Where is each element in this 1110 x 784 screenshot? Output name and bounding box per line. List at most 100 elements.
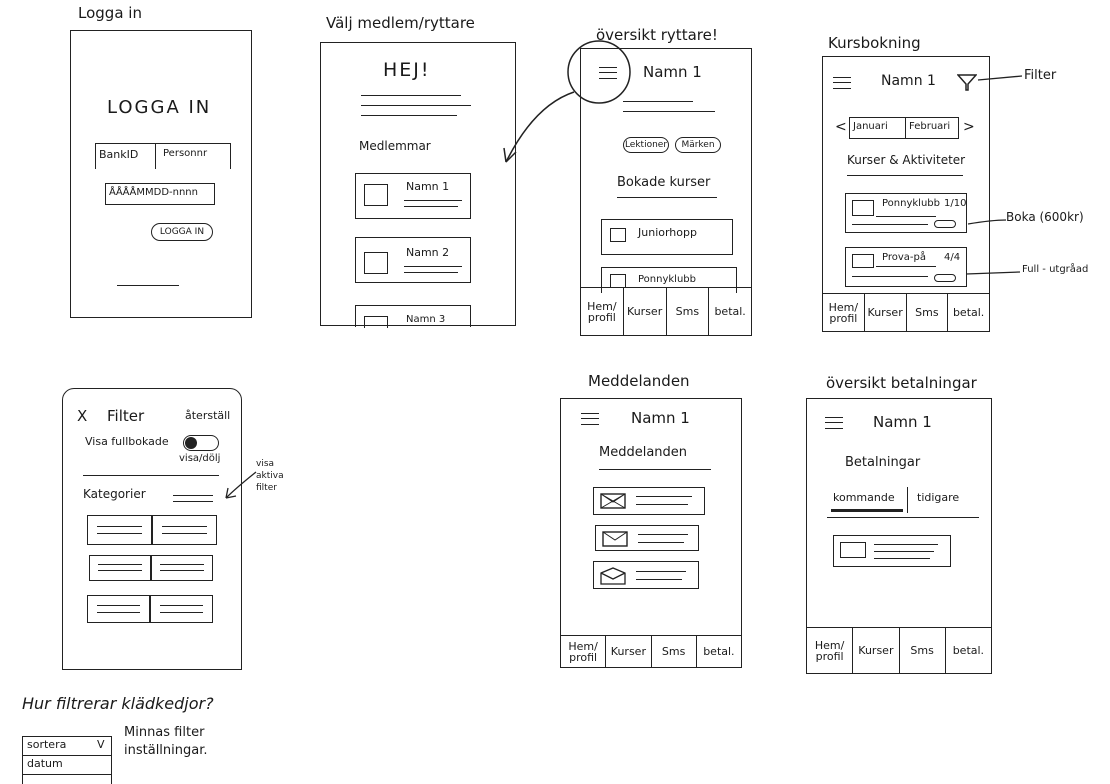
- category-row: [87, 595, 213, 623]
- filter-icon[interactable]: [957, 73, 977, 91]
- member-card[interactable]: Namn 3: [355, 305, 471, 328]
- greeting: HEJ!: [383, 59, 431, 81]
- nav-home[interactable]: Hem/ profil: [581, 288, 624, 335]
- course-count: 4/4: [944, 252, 961, 263]
- month-january[interactable]: Januari: [853, 121, 888, 132]
- text-line: [638, 542, 684, 543]
- hamburger-menu-icon[interactable]: [833, 77, 851, 89]
- book-button[interactable]: [934, 220, 956, 228]
- bottom-nav: Hem/ profil Kurser Sms betal.: [807, 627, 991, 673]
- divider: [23, 755, 111, 756]
- show-full-label: Visa fullbokade: [85, 435, 169, 448]
- nav-sms[interactable]: Sms: [667, 288, 710, 335]
- profile-name: Namn 1: [881, 73, 936, 89]
- tabs-underline: [827, 517, 979, 518]
- nav-home[interactable]: Hem/ profil: [561, 636, 607, 667]
- question-note: Hur filtrerar klädkedjor?: [22, 694, 214, 713]
- nav-courses[interactable]: Kurser: [624, 288, 667, 335]
- nav-sms[interactable]: Sms: [652, 636, 697, 667]
- text-line: [852, 224, 928, 225]
- hamburger-menu-icon[interactable]: [581, 413, 599, 425]
- home-indicator: [117, 285, 179, 286]
- category-button[interactable]: [89, 555, 151, 581]
- nav-pay[interactable]: betal.: [714, 305, 746, 318]
- remember-note: Minnas filter inställningar.: [124, 725, 208, 758]
- tab-upcoming[interactable]: kommande: [833, 491, 895, 504]
- course-name: Ponnyklubb: [638, 274, 696, 285]
- label-choose-member: Välj medlem/ryttare: [326, 14, 475, 32]
- nav-courses[interactable]: Kurser: [865, 294, 907, 331]
- month-february[interactable]: Februari: [909, 121, 951, 132]
- sort-dropdown[interactable]: sortera V datum: [22, 736, 112, 784]
- login-tabs: [95, 143, 231, 169]
- callout-arrow: [225, 471, 257, 499]
- nav-pay[interactable]: betal.: [952, 306, 985, 319]
- payment-icon: [840, 542, 866, 558]
- bottom-nav: Hem/ profil Kurser Sms betal.: [581, 287, 751, 335]
- hamburger-menu-icon[interactable]: [825, 417, 843, 429]
- text-line: [852, 276, 928, 277]
- category-button[interactable]: [150, 595, 213, 623]
- month-next[interactable]: >: [963, 119, 975, 135]
- category-button[interactable]: [87, 515, 152, 545]
- course-icon: [610, 228, 626, 242]
- callout-full: Full - utgråad: [1022, 264, 1089, 275]
- course-icon: [852, 200, 874, 216]
- show-full-toggle[interactable]: [183, 435, 219, 451]
- booking-screen: Namn 1 < Januari Februari > Kurser & Akt…: [822, 56, 990, 332]
- personnr-input[interactable]: [105, 183, 215, 205]
- category-button[interactable]: [87, 595, 150, 623]
- text-line: [361, 105, 471, 106]
- label-messages: Meddelanden: [588, 372, 690, 390]
- nav-home[interactable]: Hem/ profil: [823, 294, 865, 331]
- nav-courses[interactable]: Kurser: [606, 636, 652, 667]
- sort-label: sortera: [27, 738, 67, 751]
- member-card[interactable]: Namn 1: [355, 173, 471, 219]
- avatar: [364, 184, 388, 206]
- message-item[interactable]: [595, 525, 699, 551]
- course-icon: [610, 274, 626, 288]
- member-card[interactable]: Namn 2: [355, 237, 471, 283]
- profile-name: Namn 1: [643, 63, 702, 81]
- avatar: [364, 252, 388, 274]
- close-icon[interactable]: X: [77, 407, 88, 425]
- divider: [23, 774, 111, 775]
- tab-personnr[interactable]: Personnr: [163, 148, 208, 159]
- hamburger-menu-icon[interactable]: [599, 67, 617, 79]
- nav-courses[interactable]: Kurser: [853, 628, 900, 673]
- nav-home[interactable]: Hem/ profil: [807, 628, 854, 673]
- month-prev[interactable]: <: [835, 119, 847, 135]
- chevron-down-icon: V: [97, 738, 105, 751]
- message-item[interactable]: [593, 561, 699, 589]
- message-item[interactable]: [593, 487, 705, 515]
- overview-screen: Namn 1 Lektioner Märken Bokade kurser Ju…: [580, 48, 752, 336]
- chip-lessons[interactable]: Lektioner: [623, 137, 669, 153]
- toggle-hint: visa/dölj: [179, 453, 221, 464]
- tab-previous[interactable]: tidigare: [917, 491, 960, 504]
- payment-item[interactable]: [833, 535, 951, 567]
- nav-sms[interactable]: Sms: [900, 628, 946, 673]
- course-name: Prova-på: [882, 252, 926, 263]
- text-line: [623, 111, 715, 112]
- course-count: 1/10: [944, 198, 967, 209]
- text-line: [404, 200, 462, 201]
- course-name: Juniorhopp: [638, 226, 697, 239]
- category-button[interactable]: [151, 555, 213, 581]
- chip-badges[interactable]: Märken: [675, 137, 721, 153]
- course-card-available[interactable]: Ponnyklubb 1/10: [845, 193, 967, 233]
- login-button[interactable]: LOGGA IN: [151, 223, 213, 241]
- envelope-icon: [600, 493, 626, 509]
- nav-pay[interactable]: betal.: [952, 644, 985, 657]
- sort-option-date[interactable]: datum: [27, 757, 63, 770]
- tab-bankid[interactable]: BankID: [99, 148, 139, 161]
- filter-screen: X Filter återställ Visa fullbokade visa/…: [62, 388, 242, 670]
- text-line: [636, 504, 688, 505]
- reset-button[interactable]: återställ: [185, 409, 231, 422]
- nav-pay[interactable]: betal.: [703, 645, 735, 658]
- bottom-nav: Hem/ profil Kurser Sms betal.: [561, 635, 741, 667]
- course-card[interactable]: Juniorhopp: [601, 219, 733, 255]
- category-button[interactable]: [152, 515, 217, 545]
- filter-title: Filter: [107, 407, 145, 425]
- booked-courses-heading: Bokade kurser: [617, 175, 711, 190]
- nav-sms[interactable]: Sms: [907, 294, 949, 331]
